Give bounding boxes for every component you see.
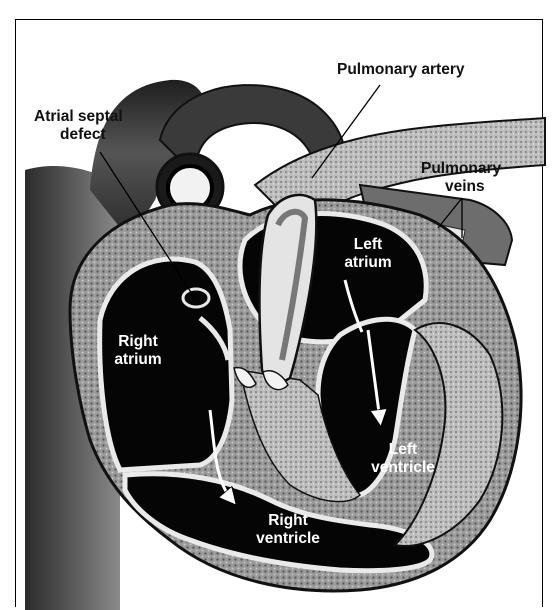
label-right-atrium-2: atrium: [108, 351, 168, 368]
label-pulmonary-artery: Pulmonary artery: [337, 61, 465, 78]
label-right-ventricle-2: ventricle: [250, 530, 326, 547]
label-atrial-septal-defect-2: defect: [60, 126, 106, 143]
label-right-ventricle-1: Right: [250, 512, 326, 529]
label-left-atrium-1: Left: [338, 236, 398, 253]
label-left-ventricle-1: Left: [368, 441, 438, 458]
septal-defect-opening: [183, 289, 209, 307]
label-left-ventricle-2: ventricle: [368, 459, 438, 476]
label-right-atrium-1: Right: [108, 333, 168, 350]
label-atrial-septal-defect-1: Atrial septal: [34, 108, 123, 125]
label-pulmonary-veins-2: veins: [445, 178, 485, 195]
label-left-atrium-2: atrium: [338, 254, 398, 271]
label-pulmonary-veins-1: Pulmonary: [421, 160, 501, 177]
